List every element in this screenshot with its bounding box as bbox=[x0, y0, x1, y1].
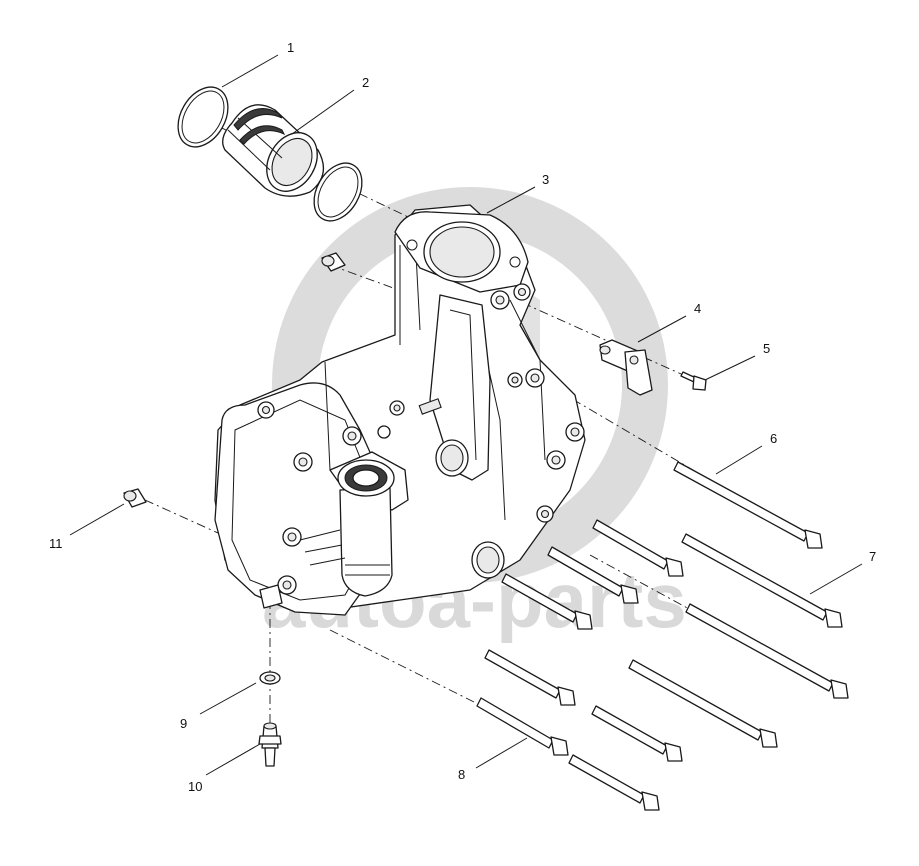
bolt-medium-5 bbox=[591, 705, 683, 762]
callout-labels: 1 2 3 4 5 6 7 8 9 10 11 bbox=[49, 40, 876, 794]
bolt-long-3 bbox=[685, 603, 849, 699]
bolt-medium-2 bbox=[547, 546, 639, 604]
callout-11: 11 bbox=[49, 536, 63, 551]
bushing-left bbox=[123, 488, 147, 508]
callout-6: 6 bbox=[770, 431, 777, 446]
callout-8: 8 bbox=[458, 767, 465, 782]
bolt-long-4 bbox=[628, 659, 778, 748]
transmission-housing bbox=[214, 204, 586, 616]
bolt-set bbox=[476, 461, 849, 811]
bolt-long-2 bbox=[681, 533, 843, 628]
bolt-medium-7 bbox=[568, 754, 660, 811]
callout-3: 3 bbox=[542, 172, 549, 187]
coupling-sleeve bbox=[222, 104, 325, 197]
o-ring-right bbox=[313, 162, 363, 222]
callout-9: 9 bbox=[180, 716, 187, 731]
callout-10: 10 bbox=[188, 779, 202, 794]
sensor-component bbox=[599, 339, 653, 396]
callout-7: 7 bbox=[869, 549, 876, 564]
callout-2: 2 bbox=[362, 75, 369, 90]
bolt-long-1 bbox=[673, 461, 823, 549]
dowel-bushing bbox=[321, 252, 346, 272]
callout-5: 5 bbox=[763, 341, 770, 356]
bolt-medium-6 bbox=[476, 697, 569, 756]
callout-4: 4 bbox=[694, 301, 701, 316]
drain-plug bbox=[258, 722, 282, 767]
bolt-medium-3 bbox=[501, 573, 593, 630]
bolt-medium-4 bbox=[484, 649, 576, 706]
o-ring-left bbox=[177, 86, 229, 148]
leader-lines bbox=[69, 54, 863, 776]
bolt-medium-1 bbox=[592, 519, 684, 577]
callout-1: 1 bbox=[287, 40, 294, 55]
sealing-washer bbox=[259, 671, 281, 685]
small-bolt bbox=[680, 371, 707, 391]
